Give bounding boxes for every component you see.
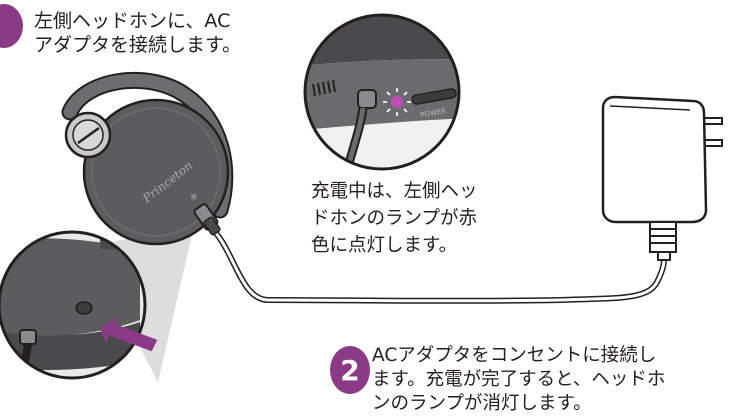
lamp-icon <box>383 88 411 116</box>
jack-detail-inset <box>0 230 147 380</box>
step-1-line-2: アダプタを接続します。 <box>34 34 242 56</box>
lamp-detail-inset: POWER <box>303 13 461 171</box>
step-1-instruction: 左側ヘッドホンに、AC アダプタを接続します。 <box>34 9 241 57</box>
step-2-badge: 2 <box>330 346 370 394</box>
step-1-line-1: 左側ヘッドホンに、AC <box>34 10 231 32</box>
step-2-line-3: ンのランプが消灯します。 <box>372 393 592 414</box>
step-2-instruction: ACアダプタをコンセントに接続し ます。充電が完了すると、ヘッドホ ンのランプが… <box>372 344 665 416</box>
lamp-note-line-2: ドホンのランプが赤 <box>311 208 477 229</box>
step-2-line-1: ACアダプタをコンセントに接続し <box>372 345 657 366</box>
ear-cup <box>82 98 230 246</box>
headphone: Princeton ✱ <box>61 71 234 246</box>
lamp-note: 充電中は、左側ヘッ ドホンのランプが赤 色に点灯します。 <box>311 178 478 259</box>
headphone-plug <box>193 203 221 236</box>
step-2-number: 2 <box>340 354 359 387</box>
ac-adapter <box>601 95 723 261</box>
arrow-icon <box>100 316 158 352</box>
step-1-badge <box>0 4 23 48</box>
lamp-note-line-1: 充電中は、左側ヘッ <box>311 181 478 202</box>
step-2-line-2: ます。充電が完了すると、ヘッドホ <box>372 369 666 390</box>
bluetooth-icon: ✱ <box>190 193 198 203</box>
volume-knob <box>64 111 112 159</box>
illustration: Princeton ✱ POWER <box>0 4 723 394</box>
lamp-note-line-3: 色に点灯します。 <box>311 235 458 256</box>
